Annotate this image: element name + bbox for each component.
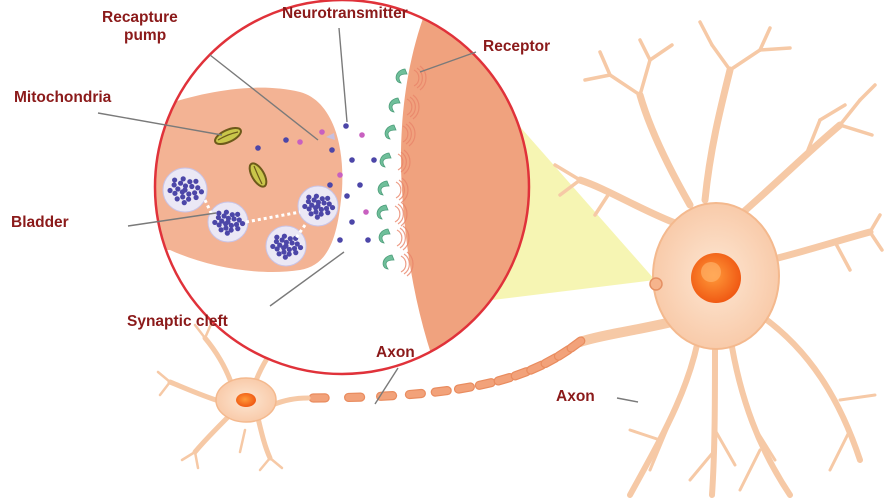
- label-mitochondria: Mitochondria: [14, 89, 111, 107]
- neurotransmitter-molecule: [327, 182, 333, 188]
- label-recapture-pump-line1: Recapture: [102, 9, 178, 27]
- neurotransmitter-molecule: [337, 237, 343, 243]
- neurotransmitter-molecule: [329, 147, 335, 153]
- neurotransmitter-molecule: [343, 123, 349, 129]
- neurotransmitter-molecule: [319, 129, 325, 135]
- neurotransmitter-molecule: [371, 157, 377, 163]
- leader-axon-right: [617, 398, 638, 402]
- neurotransmitter-molecule: [337, 172, 343, 178]
- neurotransmitter-molecule: [283, 137, 289, 143]
- vesicle: [163, 168, 207, 212]
- neurotransmitter-molecule: [297, 139, 303, 145]
- myelin-segment: [405, 389, 426, 399]
- myelin-segment: [454, 382, 475, 393]
- neurotransmitter-molecule: [363, 209, 369, 215]
- synapse-bouton: [650, 278, 662, 290]
- neurotransmitter-molecule: [359, 132, 365, 138]
- neurotransmitter-molecule: [344, 193, 350, 199]
- myelin-segment: [431, 386, 452, 396]
- myelin-segment: [566, 335, 587, 353]
- label-receptor: Receptor: [483, 38, 550, 56]
- vesicle: [298, 186, 338, 226]
- label-recapture-pump-line2: pump: [102, 27, 178, 45]
- neurotransmitter-molecule: [349, 219, 355, 225]
- myelin-segment: [475, 378, 496, 390]
- neurotransmitter-molecule: [357, 182, 363, 188]
- label-bladder: Bladder: [11, 214, 69, 232]
- myelin-segment: [344, 393, 364, 402]
- myelin-segment: [309, 394, 329, 402]
- label-recapture-pump: Recapture pump: [102, 9, 178, 45]
- label-axon-right: Axon: [556, 388, 595, 406]
- label-axon-left: Axon: [376, 344, 415, 362]
- left-neuron-nucleus: [236, 393, 256, 407]
- label-synaptic-cleft: Synaptic cleft: [127, 313, 228, 331]
- neurotransmitter-molecule: [365, 237, 371, 243]
- neurotransmitter-molecule: [255, 145, 261, 151]
- label-neurotransmitter: Neurotransmitter: [282, 5, 408, 23]
- vesicle: [208, 202, 248, 242]
- neurotransmitter-molecule: [349, 157, 355, 163]
